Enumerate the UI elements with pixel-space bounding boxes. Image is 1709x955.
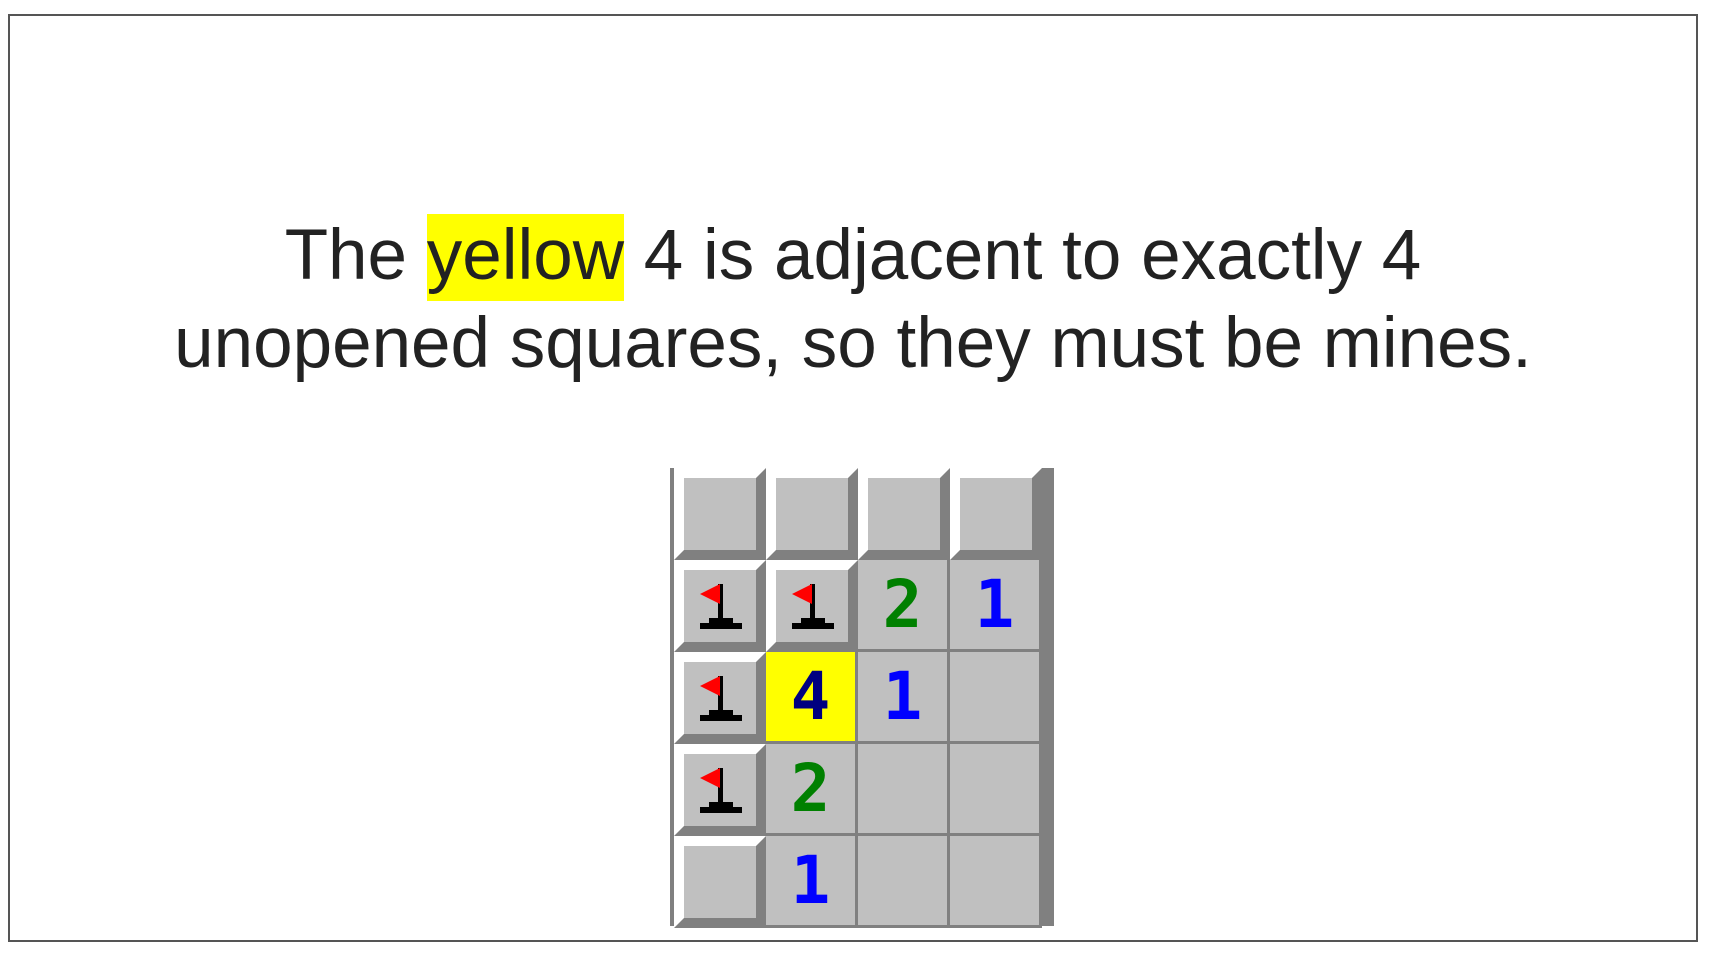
caption: The yellow 4 is adjacent to exactly 4 un… xyxy=(10,212,1696,388)
unopened-square[interactable] xyxy=(766,468,858,560)
caption-text-before: The xyxy=(284,216,427,295)
square-number: 2 xyxy=(790,750,831,827)
opened-square[interactable] xyxy=(950,744,1042,836)
opened-square[interactable]: 2 xyxy=(766,744,858,836)
opened-square[interactable]: 1 xyxy=(950,560,1042,652)
highlighted-number-square[interactable]: 4 xyxy=(766,652,858,744)
opened-square[interactable]: 1 xyxy=(766,836,858,928)
square-number: 1 xyxy=(790,842,831,919)
caption-line-2: unopened squares, so they must be mines. xyxy=(174,304,1532,383)
flagged-square[interactable] xyxy=(674,560,766,652)
caption-line-1: The yellow 4 is adjacent to exactly 4 xyxy=(10,212,1696,301)
opened-square[interactable] xyxy=(858,744,950,836)
square-number: 2 xyxy=(882,566,923,643)
flag-icon xyxy=(696,764,744,816)
flag-icon xyxy=(696,580,744,632)
opened-square[interactable] xyxy=(858,836,950,928)
unopened-square[interactable] xyxy=(858,468,950,560)
opened-square[interactable] xyxy=(950,652,1042,744)
caption-text-after: 4 is adjacent to exactly 4 xyxy=(624,216,1422,295)
square-number: 1 xyxy=(882,658,923,735)
flagged-square[interactable] xyxy=(674,744,766,836)
slide: The yellow 4 is adjacent to exactly 4 un… xyxy=(8,14,1698,942)
flagged-square[interactable] xyxy=(766,560,858,652)
unopened-square[interactable] xyxy=(674,468,766,560)
flag-icon xyxy=(788,580,836,632)
flag-icon xyxy=(696,672,744,724)
square-number: 4 xyxy=(790,658,831,735)
unopened-square[interactable] xyxy=(674,836,766,928)
square-number: 1 xyxy=(974,566,1015,643)
unopened-square[interactable] xyxy=(950,468,1042,560)
opened-square[interactable]: 1 xyxy=(858,652,950,744)
opened-square[interactable]: 2 xyxy=(858,560,950,652)
caption-highlight-word: yellow xyxy=(426,214,625,301)
opened-square[interactable] xyxy=(950,836,1042,928)
flagged-square[interactable] xyxy=(674,652,766,744)
